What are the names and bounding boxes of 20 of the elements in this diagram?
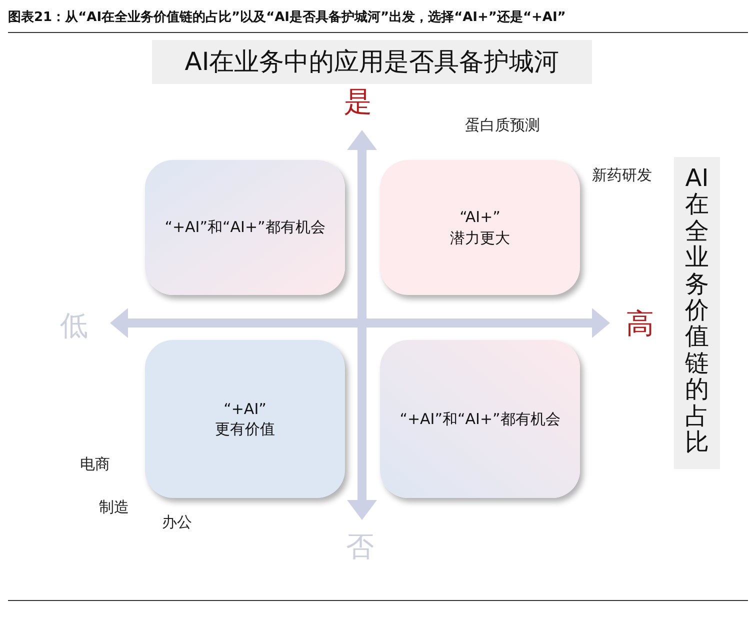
quadrant-text: “+AI”和“AI+”都有机会: [164, 217, 326, 238]
quadrant-text: “+AI”: [224, 398, 266, 419]
example-label: 新药研发: [592, 168, 652, 183]
example-label: 电商: [80, 457, 110, 472]
example-label: 制造: [99, 500, 129, 515]
quadrant-text: 潜力更大: [450, 228, 510, 248]
quadrant-text: “+AI”和“AI+”都有机会: [400, 408, 560, 430]
example-label: 蛋白质预测: [465, 118, 540, 133]
quadrant-box: [380, 340, 580, 498]
axis-end-label: 高: [626, 310, 654, 338]
quadrant-text: “AI+”: [460, 207, 500, 228]
axis-title: AI在全业务价值链的占比: [685, 165, 709, 458]
quadrant-text: 更有价值: [215, 419, 275, 440]
figure-title: 图表21：从“AI在全业务价值链的占比”以及“AI是否具备护城河”出发，选择“AI+”还是“+AI”: [8, 10, 566, 25]
quadrant-box: [145, 160, 345, 295]
axis-title: AI在业务中的应用是否具备护城河: [184, 46, 560, 78]
axis-end-label: 是: [344, 88, 372, 116]
example-label: 办公: [162, 515, 192, 530]
quadrant-box: [380, 160, 580, 295]
quadrant-box: [145, 340, 345, 498]
